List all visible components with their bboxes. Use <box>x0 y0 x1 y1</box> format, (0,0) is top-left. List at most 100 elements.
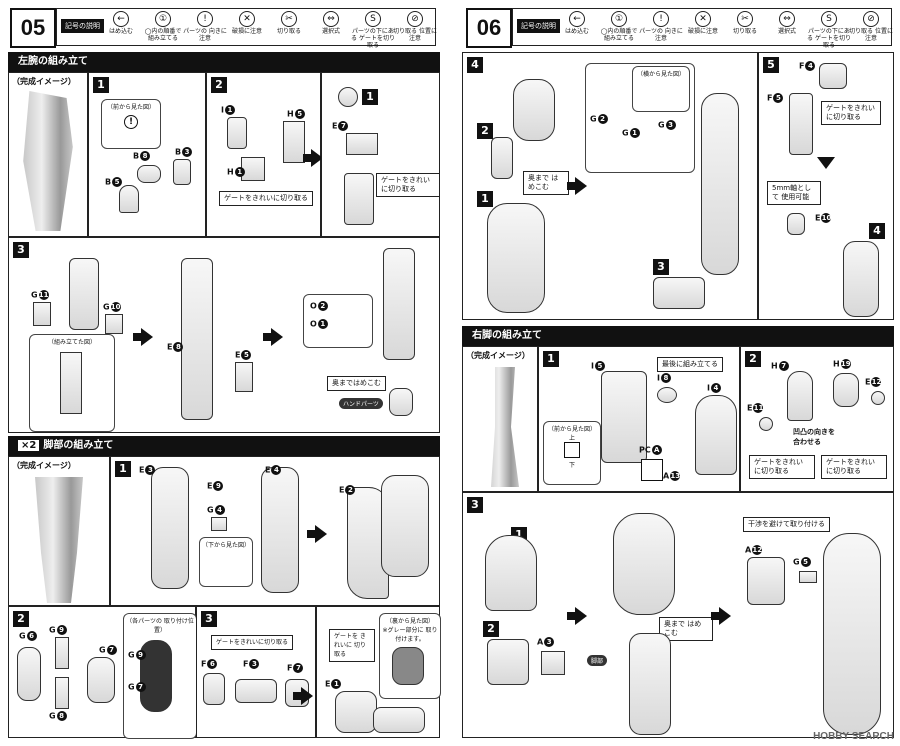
leg-image-panel: （完成イメージ） <box>8 456 110 606</box>
legend-tag: 記号の説明 <box>517 19 560 33</box>
legend-item-insert: ←はめ込む <box>99 11 143 35</box>
leg-frame <box>381 475 429 577</box>
part-h19 <box>833 373 859 407</box>
legend-item-breakage: ✕破損に注意 <box>681 11 725 35</box>
part-e7 <box>346 133 378 155</box>
legend-item-insert: ←はめ込む <box>555 11 599 35</box>
watermark: HOBBY SEARCH <box>813 731 894 742</box>
back-view-callout: （裏から見た図） ※グレー部分に 取り付けます。 <box>379 613 441 699</box>
symbol-legend: 記号の説明 ←はめ込む ①◯内の順番で 組み立てる !パーツの 向きに注意 ✕破… <box>512 8 893 49</box>
page-number: 06 <box>466 8 512 48</box>
legend-item-order: ①◯内の順番で 組み立てる <box>141 11 185 42</box>
gate-note: ゲートをきれい に切り取る <box>821 101 881 125</box>
part-g7 <box>87 657 115 703</box>
step-number: 2 <box>745 351 761 367</box>
double-arrow-icon: ⇔ <box>779 11 795 27</box>
gate-note: ゲートをきれい に切り取る <box>821 455 887 479</box>
leg-bottom <box>335 691 377 733</box>
step-number: 3 <box>201 611 217 627</box>
times-two-badge: ×2 <box>18 440 40 451</box>
gate-note: ゲートを きれいに 切り取る <box>329 629 375 662</box>
breakage-icon: ✕ <box>239 11 255 27</box>
step-number: 1 <box>115 461 131 477</box>
cut-position-icon: ⊘ <box>407 11 423 27</box>
part-f3 <box>235 679 277 703</box>
insert-note: 奥まではめこむ <box>327 376 386 391</box>
joint-part <box>487 639 529 685</box>
complete-image-panel: （完成イメージ） <box>462 346 538 492</box>
step-number: 5 <box>763 57 779 73</box>
badge: 2 <box>483 621 499 637</box>
breakage-icon: ✕ <box>695 11 711 27</box>
page-06: 06 記号の説明 ←はめ込む ①◯内の順番で 組み立てる !パーツの 向きに注意… <box>456 0 900 746</box>
forearm-assembly <box>181 258 213 420</box>
foot-part <box>653 277 705 309</box>
arrow-right-icon <box>307 525 327 543</box>
legend-item-cut-position: ⊘切り取る 位置に注意 <box>849 11 893 42</box>
gate-note: ゲートをきれいに切り取る <box>376 173 440 197</box>
lower-leg <box>487 203 545 313</box>
knee-part <box>491 137 513 179</box>
step-number: 3 <box>13 242 29 258</box>
part-g9 <box>55 637 69 669</box>
part-e11 <box>759 417 773 431</box>
arrow-right-icon <box>133 328 153 346</box>
part-f6 <box>203 673 225 705</box>
legend-tag: 記号の説明 <box>61 19 104 33</box>
circled-one-icon: ① <box>611 11 627 27</box>
part-e12 <box>871 391 885 405</box>
legend-item-orientation: !パーツの 向きに注意 <box>183 11 227 42</box>
hand-parts-tag: ハンドパーツ <box>339 398 383 409</box>
knee-assembly <box>613 513 675 615</box>
leg-half-e4 <box>261 467 299 593</box>
leg-complete <box>823 533 881 735</box>
complete-image-label: （完成イメージ） <box>12 461 76 470</box>
front-view-callout: （前から見た図） ! <box>101 99 161 149</box>
foot-part <box>373 707 425 733</box>
warning-icon: ! <box>124 115 138 129</box>
step-number: 3 <box>467 497 483 513</box>
gate-note: ゲートをきれいに切り取る <box>219 191 313 206</box>
arrow-right-icon <box>567 607 587 625</box>
upper-arm <box>344 173 374 225</box>
knee-armor <box>485 535 537 611</box>
badge: 1 <box>477 191 493 207</box>
step-number: 2 <box>211 77 227 93</box>
part-i1 <box>227 117 247 149</box>
part-g9b <box>55 677 69 709</box>
part-i4 <box>695 395 737 475</box>
arrow-right-icon <box>711 607 731 625</box>
step-number: 4 <box>467 57 483 73</box>
gate-note: ゲートをきれい に切り取る <box>749 455 815 479</box>
part-i5 <box>601 371 647 463</box>
part-f5 <box>789 93 813 155</box>
pc-part <box>641 459 663 481</box>
step-number: 1 <box>543 351 559 367</box>
last-note: 最後に組み立てる <box>657 357 723 372</box>
leg-with-armor <box>843 241 879 317</box>
legend-item-choice: ⇔選択式 <box>765 11 809 35</box>
part-b5 <box>119 185 139 213</box>
part-e10 <box>787 213 805 235</box>
leg-photo <box>35 477 83 603</box>
leg-step-3-result-panel: ゲートを きれいに 切り取る （裏から見た図） ※グレー部分に 取り付けます。 … <box>316 606 441 738</box>
arrow-left-icon: ← <box>569 11 585 27</box>
circled-one-icon: ① <box>155 11 171 27</box>
arm-assembly <box>69 258 99 330</box>
